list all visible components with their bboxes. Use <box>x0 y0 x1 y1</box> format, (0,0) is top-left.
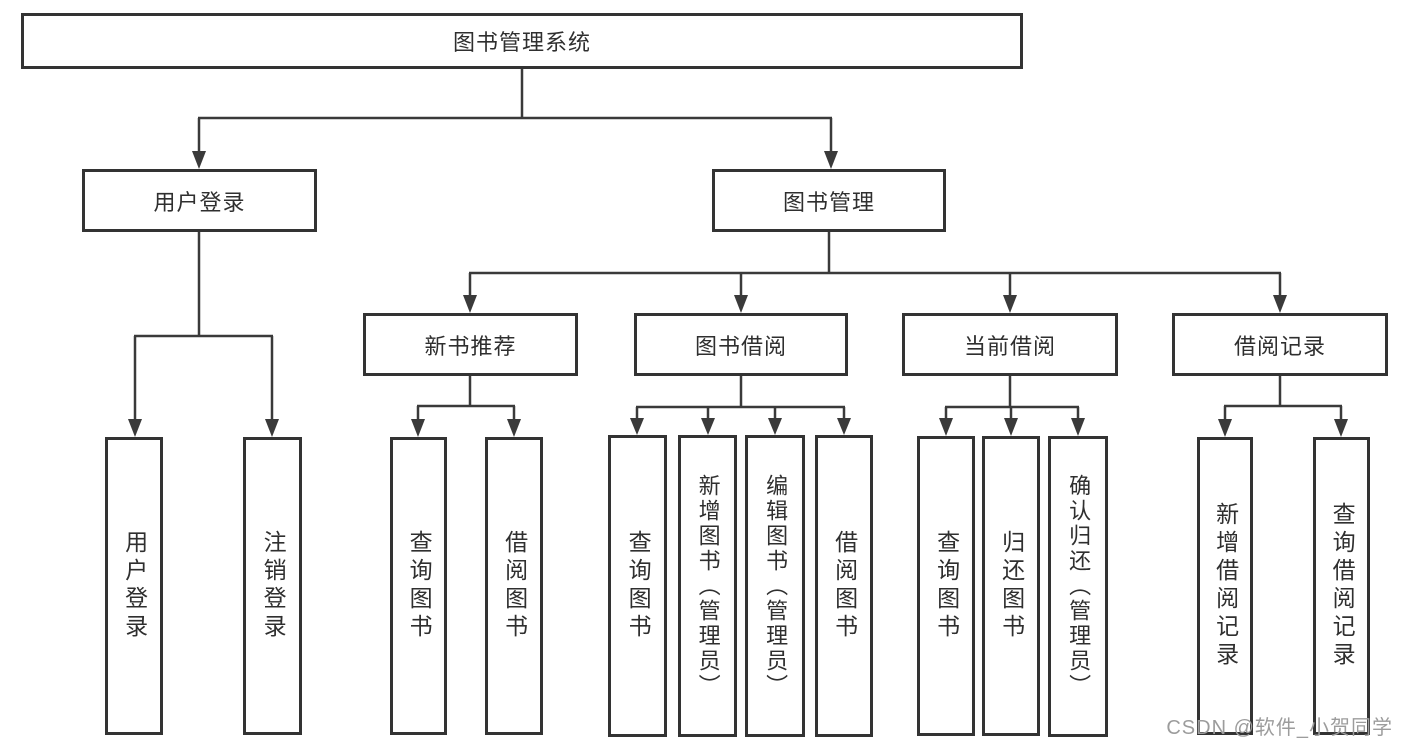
leaf-query-borrow-record-label: 查询借阅记录 <box>1329 502 1356 670</box>
leaf-query-book-2-label: 查询图书 <box>625 530 652 642</box>
leaf-query-book-3-label: 查询图书 <box>933 530 960 642</box>
node-book-borrow: 图书借阅 <box>634 313 848 376</box>
node-book-management: 图书管理 <box>712 169 946 232</box>
node-new-book-recommend: 新书推荐 <box>363 313 578 376</box>
leaf-query-book-1-label: 查询图书 <box>406 530 433 642</box>
connector-lines <box>133 69 1343 421</box>
node-book-borrow-label: 图书借阅 <box>694 333 787 359</box>
leaf-user-login-label: 用户登录 <box>121 530 148 642</box>
leaf-add-book-admin: 新增图书（管理员） <box>678 435 737 737</box>
leaf-borrow-book-1-label: 借阅图书 <box>501 530 528 642</box>
leaf-borrow-book-1: 借阅图书 <box>485 437 543 735</box>
node-borrow-record-label: 借阅记录 <box>1233 333 1326 359</box>
node-user-login: 用户登录 <box>82 169 317 232</box>
leaf-confirm-return-admin: 确认归还（管理员） <box>1048 436 1108 737</box>
node-borrow-record: 借阅记录 <box>1172 313 1388 376</box>
node-book-management-label: 图书管理 <box>782 189 875 215</box>
node-current-borrow-label: 当前借阅 <box>963 333 1056 359</box>
arrowheads <box>128 151 1348 437</box>
leaf-query-borrow-record: 查询借阅记录 <box>1313 437 1370 735</box>
leaf-confirm-return-admin-label: 确认归还（管理员） <box>1066 474 1092 699</box>
leaf-return-book: 归还图书 <box>982 436 1040 736</box>
leaf-edit-book-admin-label: 编辑图书（管理员） <box>763 473 789 699</box>
leaf-logout-label: 注销登录 <box>260 530 287 642</box>
leaf-borrow-book-2-label: 借阅图书 <box>831 530 858 642</box>
leaf-query-book-3: 查询图书 <box>917 436 975 736</box>
node-root-label: 图书管理系统 <box>452 30 591 55</box>
leaf-user-login: 用户登录 <box>105 437 163 735</box>
csdn-watermark: CSDN @软件_小贺同学 <box>1166 717 1393 739</box>
leaf-edit-book-admin: 编辑图书（管理员） <box>745 435 805 737</box>
leaf-query-book-1: 查询图书 <box>390 437 447 735</box>
leaf-add-borrow-record: 新增借阅记录 <box>1197 437 1253 735</box>
node-current-borrow: 当前借阅 <box>902 313 1118 376</box>
leaf-add-book-admin-label: 新增图书（管理员） <box>695 473 721 699</box>
node-new-book-recommend-label: 新书推荐 <box>424 333 517 359</box>
node-user-login-label: 用户登录 <box>153 189 246 215</box>
leaf-return-book-label: 归还图书 <box>998 530 1025 642</box>
leaf-borrow-book-2: 借阅图书 <box>815 435 873 737</box>
leaf-query-book-2: 查询图书 <box>608 435 667 737</box>
leaf-logout: 注销登录 <box>243 437 302 735</box>
node-root: 图书管理系统 <box>21 13 1023 69</box>
leaf-add-borrow-record-label: 新增借阅记录 <box>1212 502 1239 670</box>
